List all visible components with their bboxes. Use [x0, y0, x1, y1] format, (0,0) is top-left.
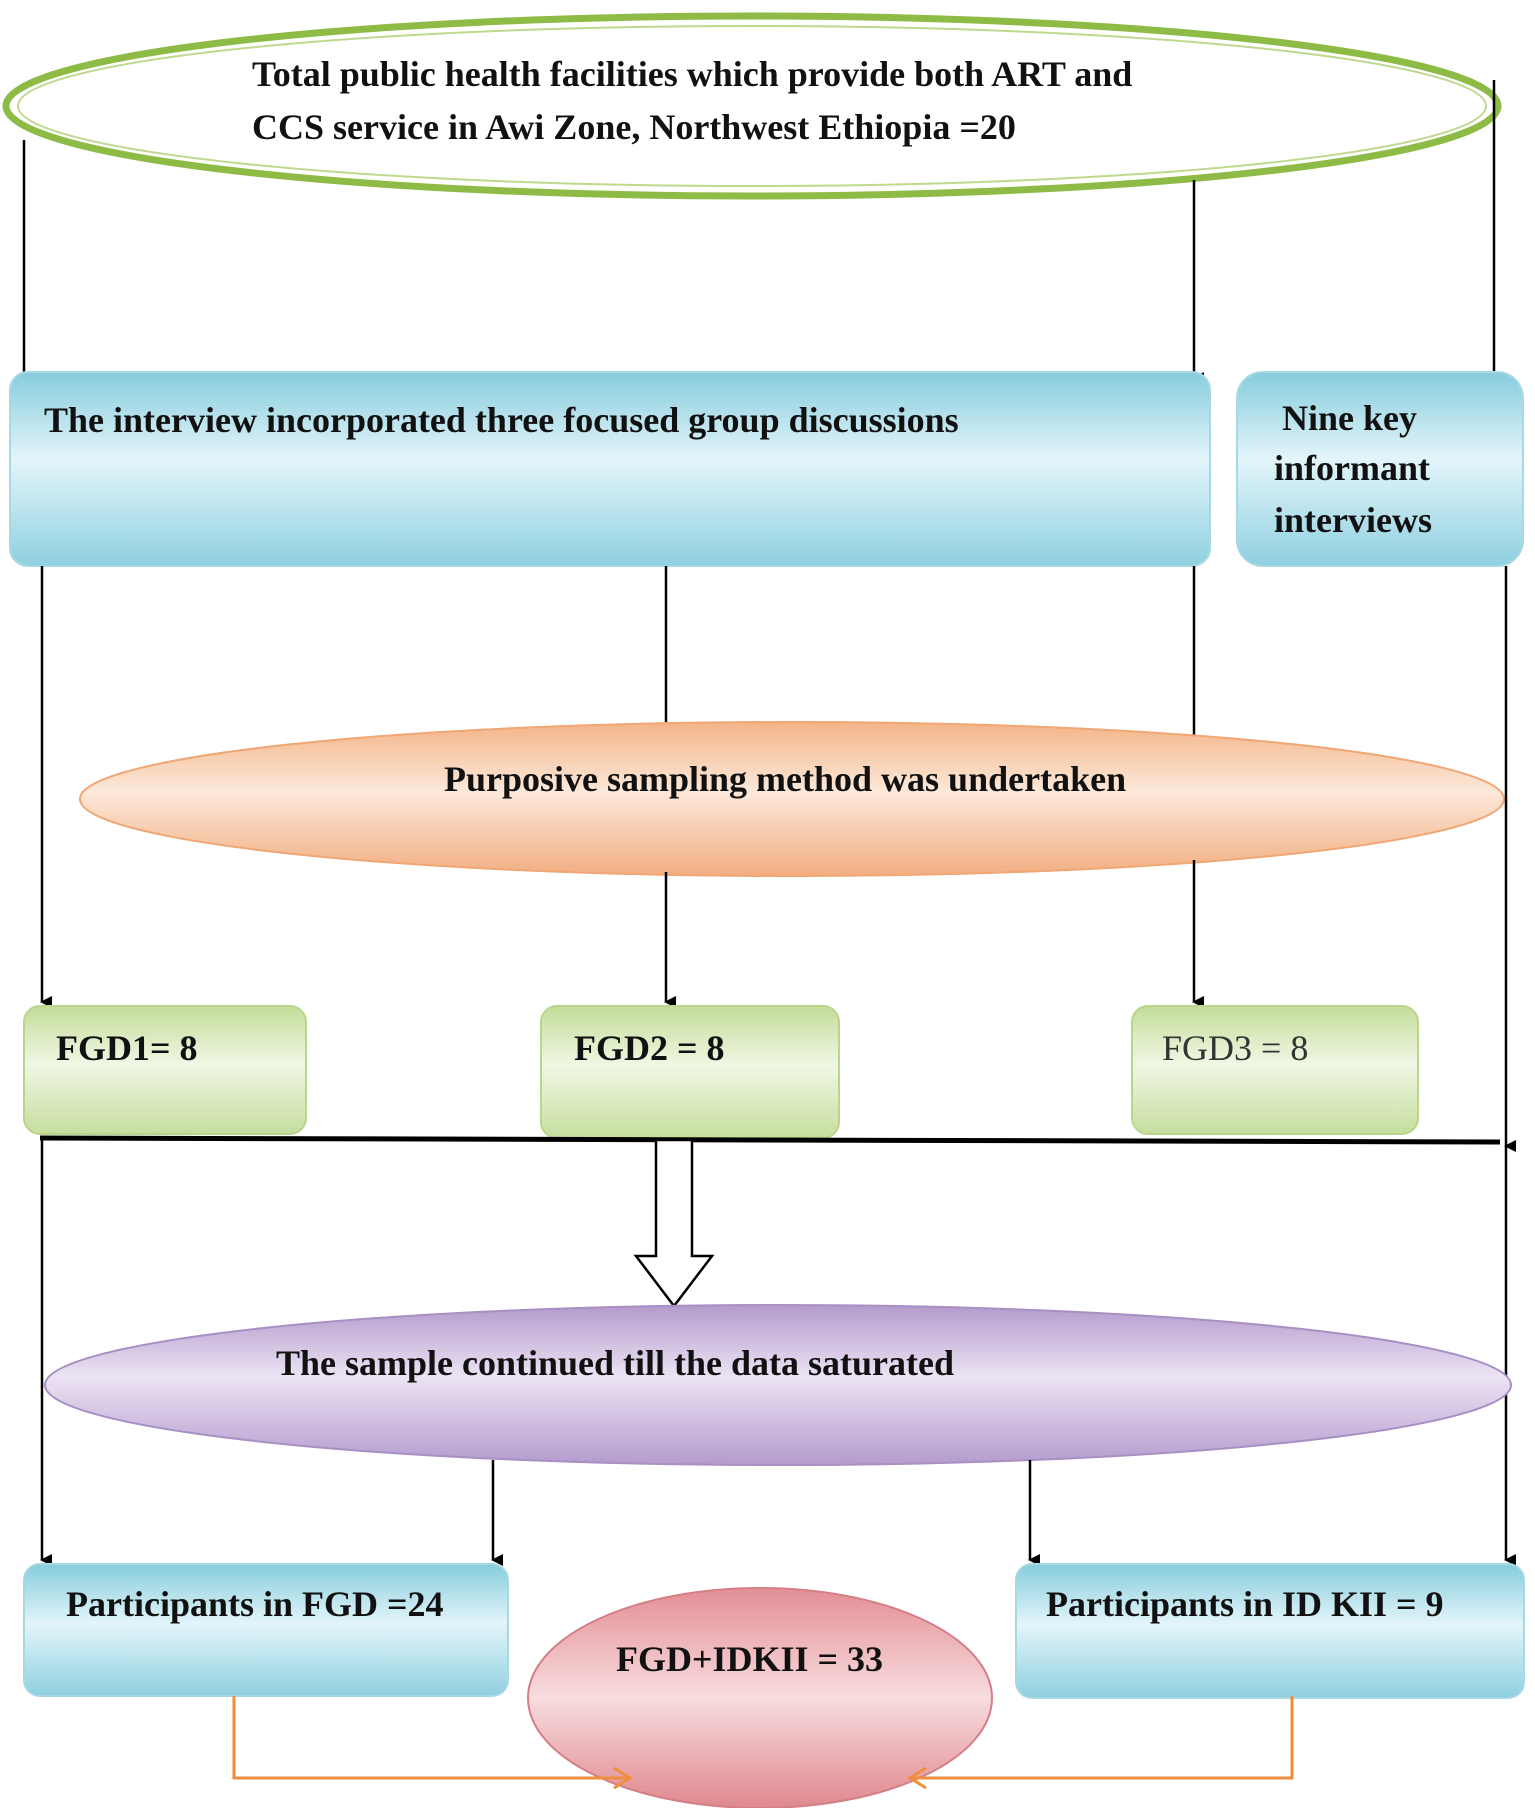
participants-kii-label: Participants in ID KII = 9 — [1046, 1584, 1444, 1624]
top-text-line2: CCS service in Awi Zone, Northwest Ethio… — [252, 107, 1016, 147]
fgd-interview-box — [9, 371, 1211, 567]
fgd1-box — [23, 1005, 307, 1135]
kii-box — [1236, 371, 1524, 567]
collector-line — [39, 1135, 1501, 1145]
kii-box-line2: informant — [1274, 448, 1430, 488]
hollow-down-arrow — [633, 1138, 715, 1309]
sampling-label: Purposive sampling method was undertaken — [444, 759, 1127, 799]
total-label: FGD+IDKII = 33 — [616, 1639, 884, 1679]
participants-fgd-box — [23, 1563, 509, 1697]
fgd3-box — [1131, 1005, 1419, 1135]
fgd2-label: FGD2 = 8 — [574, 1028, 725, 1068]
sampling-ellipse — [79, 721, 1505, 877]
orange-arrow-right — [912, 1696, 1294, 1780]
fgd1-label: FGD1= 8 — [56, 1028, 198, 1068]
saturation-label: The sample continued till the data satur… — [276, 1343, 955, 1383]
participants-fgd-label: Participants in FGD =24 — [66, 1584, 444, 1624]
fgd3-label: FGD3 = 8 — [1162, 1028, 1309, 1068]
saturation-ellipse — [44, 1304, 1512, 1466]
fgd-box-label: The interview incorporated three focused… — [44, 400, 959, 440]
orange-arrow-left — [232, 1696, 628, 1780]
top-text-line1: Total public health facilities which pro… — [252, 54, 1133, 94]
kii-box-line1: Nine key — [1282, 398, 1417, 438]
kii-box-line3: interviews — [1274, 500, 1432, 540]
total-ellipse — [527, 1587, 993, 1808]
participants-kii-box — [1015, 1563, 1525, 1699]
top-ellipse — [2, 12, 1502, 200]
